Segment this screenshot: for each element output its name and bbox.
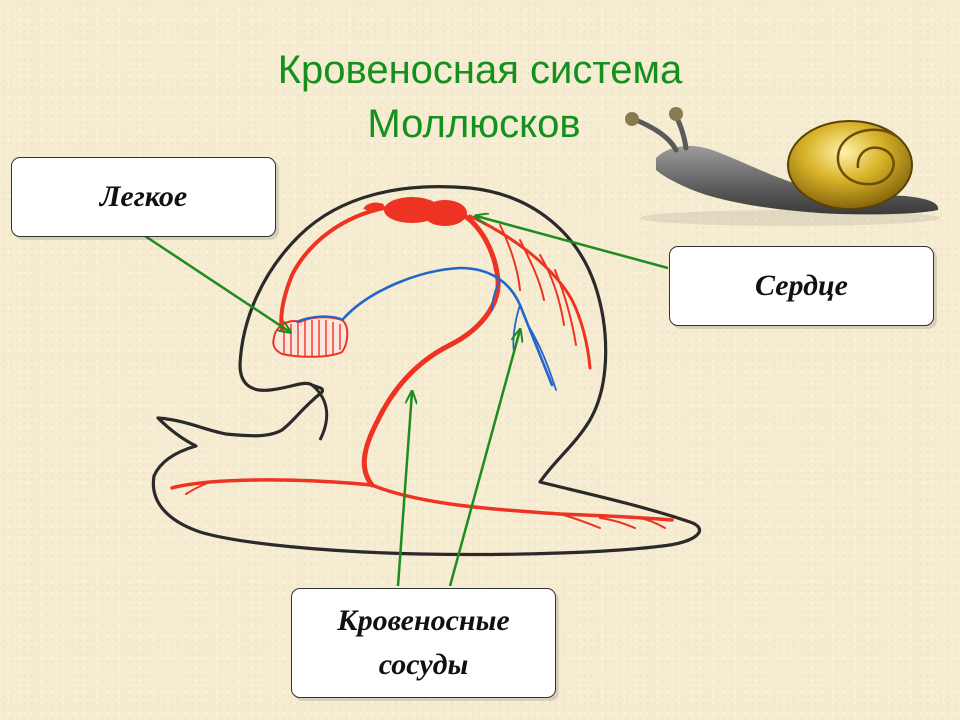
snail-body-outline [151,185,702,557]
label-heart: Сердце [669,246,934,326]
label-vessels-line1: Кровеносные [337,604,510,637]
arrow-to-vessel-red [396,392,412,587]
heart-shape [363,197,467,226]
arrow-to-lung [144,234,290,332]
label-vessels: Кровеносные сосуды [291,588,556,698]
label-heart-text: Сердце [754,269,849,302]
arrow-to-vessel-blue [448,330,520,587]
diagram-title-line1: Кровеносная система [277,48,683,92]
label-lung: Легкое [11,157,276,237]
diagram-title-line2: Моллюсков [367,102,581,146]
label-lung-text: Легкое [99,180,188,213]
arrow-to-heart [476,216,669,270]
arteries [170,206,674,529]
label-vessels-line2: сосуды [378,648,469,681]
